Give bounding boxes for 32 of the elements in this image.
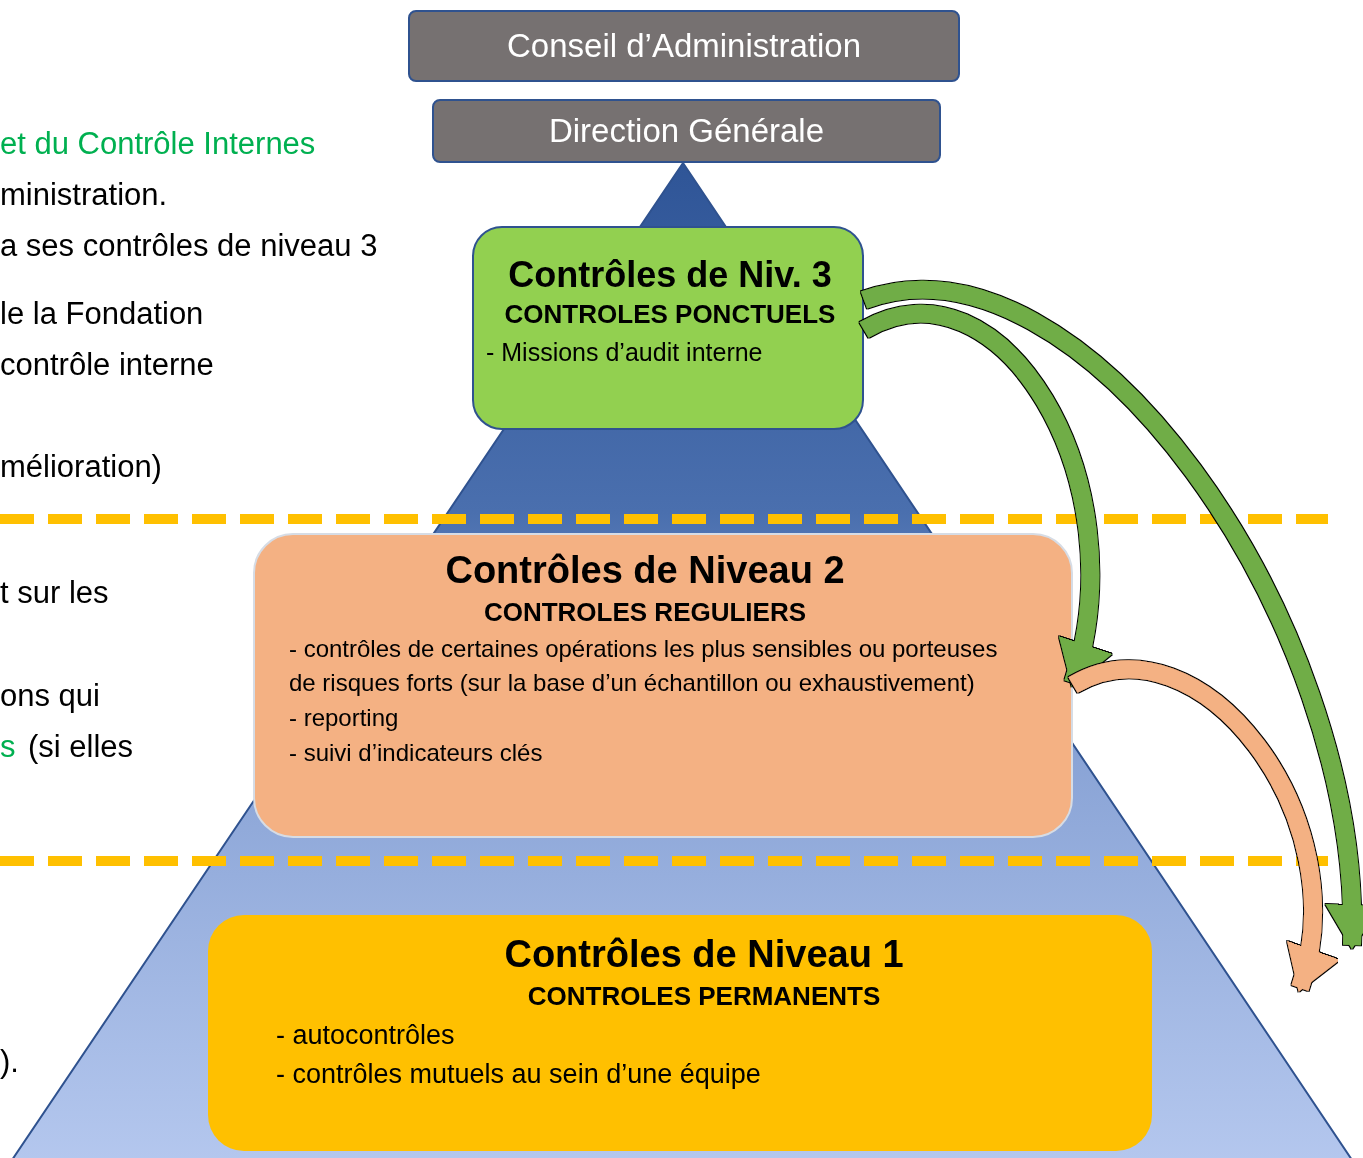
text-fragment: ). [0, 1046, 19, 1077]
level-box [432, 99, 941, 163]
level-description: - contrôles mutuels au sein d’une équipe [276, 1057, 762, 1091]
text-fragment: (si elles [28, 731, 134, 762]
box-title: Conseil d’Administration [507, 27, 861, 65]
level-box [408, 10, 960, 82]
level-subtitle: CONTROLES PERMANENTS [526, 979, 882, 1013]
text-fragment: le la Fondation [0, 298, 204, 329]
level-title: Contrôles de Niveau 2 [444, 549, 846, 593]
curved-arrow [1069, 661, 1337, 992]
level-title: Contrôles de Niveau 1 [503, 933, 905, 977]
text-fragment: contrôle interne [0, 349, 214, 380]
level-title: Contrôles de Niv. 3 [507, 254, 833, 296]
level-description: - Missions d’audit interne [486, 337, 764, 369]
text-fragment: a ses contrôles de niveau 3 [0, 230, 378, 261]
text-fragment: ons qui [0, 680, 100, 711]
curved-arrow [862, 280, 1363, 949]
box-title: Direction Générale [548, 112, 825, 150]
level-box [472, 226, 864, 430]
level-description: - suivi d’indicateurs clés [289, 738, 544, 769]
text-fragment: s [0, 731, 16, 762]
text-fragment: ministration. [0, 179, 168, 210]
level-subtitle: CONTROLES REGULIERS [482, 595, 808, 629]
level-description: - contrôles de certaines opérations les plus sensibles ou porteuses de risques forts (sur la base d’un échantillon ou exhaustivement) [289, 633, 999, 699]
level-description: - reporting [289, 703, 400, 734]
level-box [208, 915, 1152, 1151]
level-description: - autocontrôles [276, 1018, 456, 1052]
level-box [253, 533, 1073, 838]
level-subtitle: CONTROLES PONCTUELS [503, 298, 837, 332]
text-fragment: t sur les [0, 577, 109, 608]
text-fragment: et du Contrôle Internes [0, 128, 316, 159]
text-fragment: mélioration) [0, 451, 162, 482]
